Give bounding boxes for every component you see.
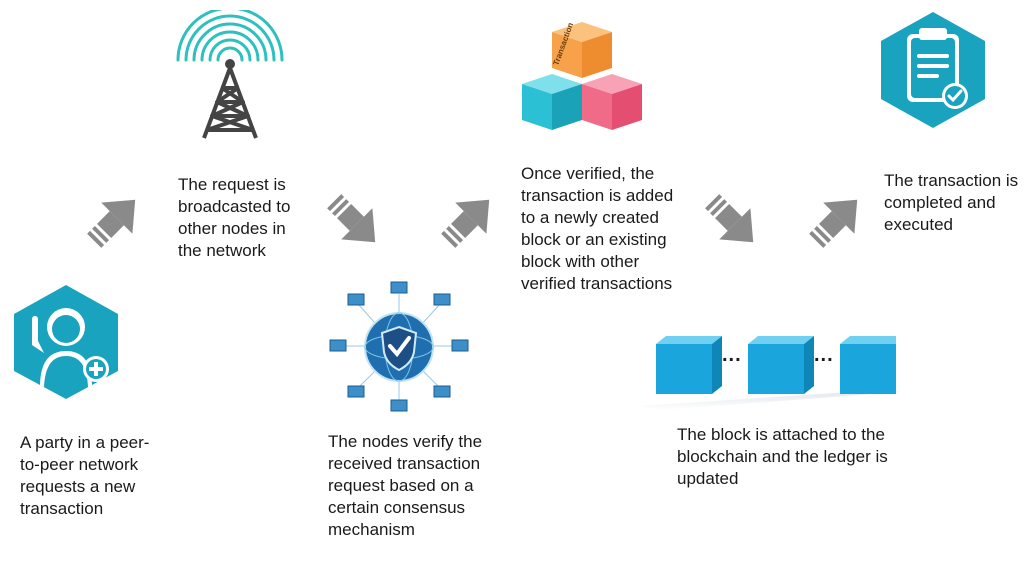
broadcast-tower-icon <box>176 10 284 139</box>
blockchain-icon: ... ... <box>640 330 900 410</box>
block-cube <box>748 336 814 394</box>
step-complete-text: The transaction is completed and execute… <box>884 171 1019 234</box>
chain-separator: ... <box>814 344 834 366</box>
down-right-arrow <box>705 194 754 243</box>
chain-separator: ... <box>722 344 742 366</box>
step-block-text: Once verified, the transaction is added … <box>521 164 674 293</box>
step-broadcast-text: The request is broadcasted to other node… <box>178 175 291 260</box>
down-right-arrow <box>327 194 376 243</box>
block-cube <box>656 336 722 394</box>
user-plus-icon <box>14 285 118 399</box>
up-right-arrow <box>87 199 136 248</box>
clipboard-check-icon <box>881 12 985 128</box>
step-request-text: A party in a peer-to-peer network reques… <box>20 433 150 518</box>
up-right-arrow <box>441 199 490 248</box>
transaction-cubes-icon: Transaction <box>522 21 642 130</box>
step-verify-text: The nodes verify the received transactio… <box>328 432 483 539</box>
up-right-arrow <box>809 199 858 248</box>
network-shield-icon <box>329 281 469 412</box>
step-chain-text: The block is attached to the blockchain … <box>677 425 888 488</box>
block-cube <box>840 336 896 394</box>
